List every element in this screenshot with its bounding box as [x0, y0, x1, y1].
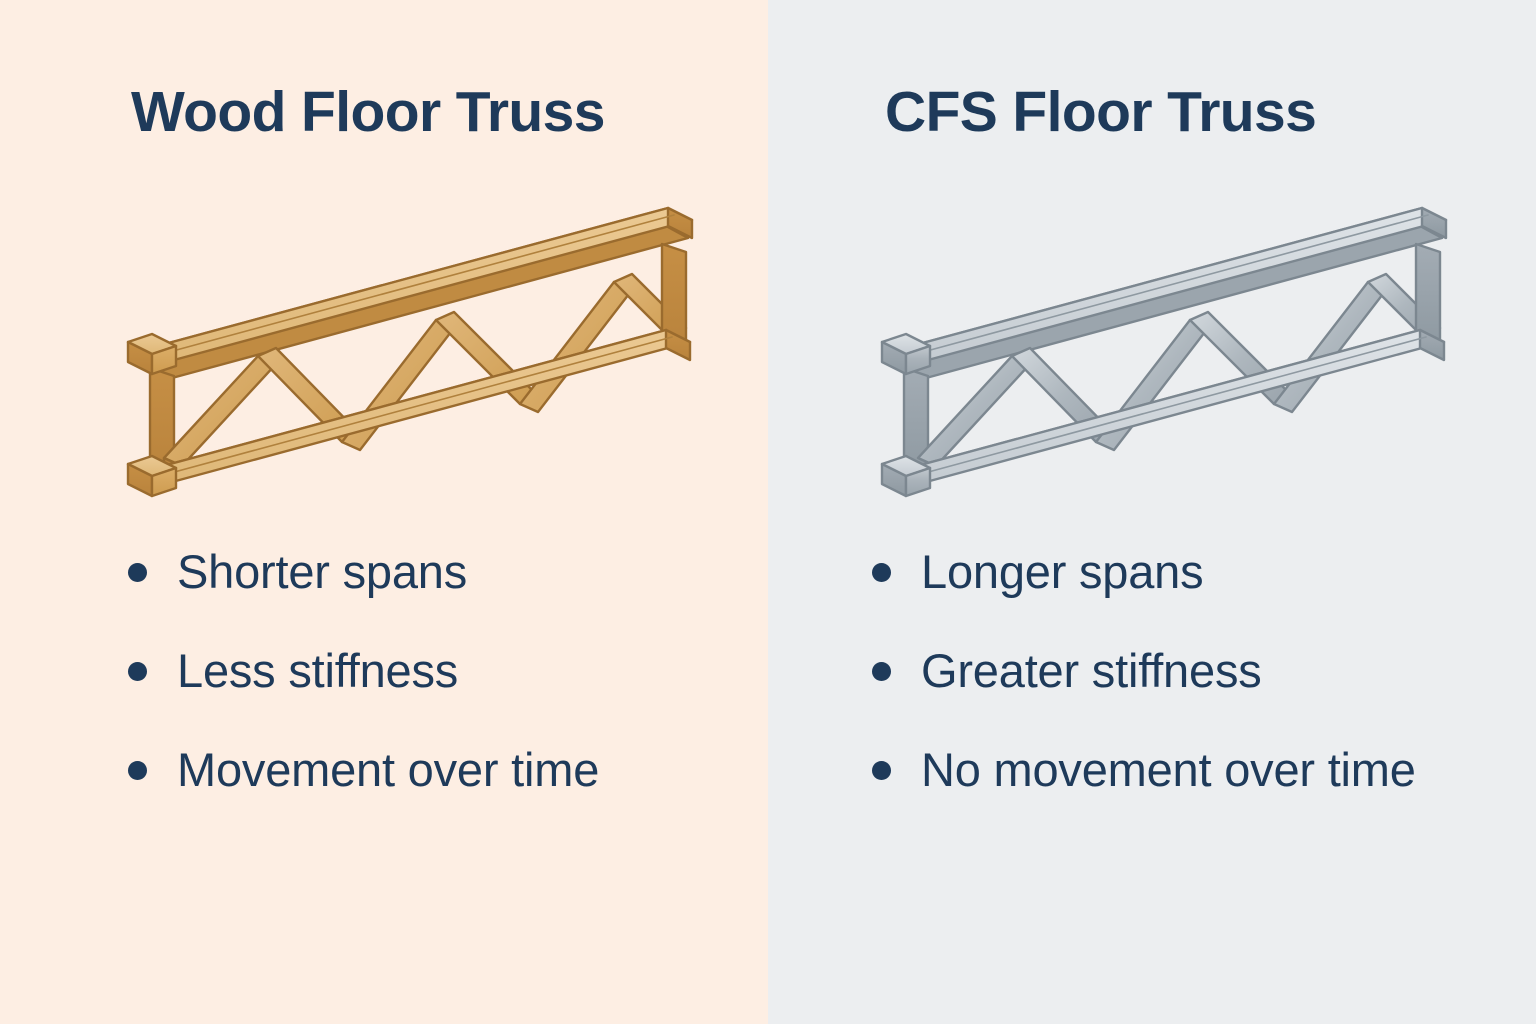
bullet-dot-icon [872, 661, 891, 681]
list-item: Shorter spans [128, 540, 748, 605]
list-item-label: Movement over time [177, 742, 600, 796]
bullet-dot-icon [128, 760, 147, 780]
list-item: Greater stiffness [872, 639, 1492, 704]
cfs-truss-feature-list: Longer spans Greater stiffness No moveme… [872, 540, 1492, 803]
list-item: Less stiffness [128, 639, 748, 704]
bullet-dot-icon [128, 661, 147, 681]
wood-truss-svg [126, 206, 694, 498]
cfs-floor-truss-illustration [860, 196, 1500, 516]
cfs-truss-svg [880, 206, 1448, 498]
list-item: Longer spans [872, 540, 1492, 605]
list-item-label: Shorter spans [177, 545, 468, 598]
page-title-cfs: CFS Floor Truss [885, 80, 1317, 144]
list-item: No movement over time [872, 738, 1492, 803]
wood-floor-truss-illustration [106, 196, 746, 516]
list-item-label: Less stiffness [177, 643, 459, 697]
bullet-dot-icon [128, 563, 147, 582]
bullet-dot-icon [872, 563, 891, 582]
bullet-dot-icon [872, 760, 891, 780]
panel-cfs-floor-truss: CFS Floor Truss [768, 0, 1536, 1024]
list-item: Movement over time [128, 738, 748, 803]
page-title-wood: Wood Floor Truss [131, 80, 605, 144]
list-item-label: Longer spans [921, 545, 1204, 598]
list-item-label: Greater stiffness [921, 643, 1262, 697]
list-item-label: No movement over time [921, 742, 1416, 796]
panel-wood-floor-truss: Wood Floor Truss [0, 0, 768, 1024]
wood-truss-feature-list: Shorter spans Less stiffness Movement ov… [128, 540, 748, 803]
